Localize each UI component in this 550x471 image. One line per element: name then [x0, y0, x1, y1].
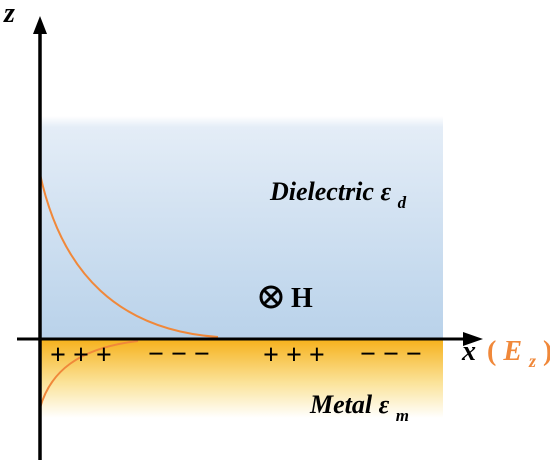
dielectric-subscript: d — [398, 193, 407, 212]
field-symbol: E — [502, 336, 522, 367]
x-axis-label-group: x ( E z ) — [461, 336, 550, 374]
z-axis-label: z — [3, 0, 15, 29]
metal-field-decay-curve — [39, 340, 139, 409]
into-page-icon — [259, 285, 283, 309]
x-axis-label: x — [461, 336, 476, 367]
charge-group-positive-2: + + + — [263, 340, 325, 371]
dielectric-region — [40, 116, 443, 338]
x-axis-arrowhead — [463, 332, 483, 346]
metal-region — [40, 340, 443, 418]
charge-group-positive-1: + + + — [50, 340, 112, 371]
charge-group-negative-1: − − − — [148, 339, 210, 370]
charge-group-negative-2: − − − — [360, 339, 422, 370]
z-axis-arrowhead — [33, 16, 47, 34]
metal-label: Metal ε m — [309, 390, 409, 425]
dielectric-label: Dielectric ε d — [269, 177, 407, 212]
dielectric-field-decay-curve — [39, 173, 219, 338]
magnetic-field-label: H — [291, 283, 313, 314]
field-open-paren: ( — [487, 336, 496, 367]
field-subscript: z — [528, 351, 536, 371]
field-close-paren: ) — [543, 336, 550, 367]
magnetic-field-marker: H — [259, 283, 313, 314]
metal-subscript: m — [396, 406, 409, 425]
